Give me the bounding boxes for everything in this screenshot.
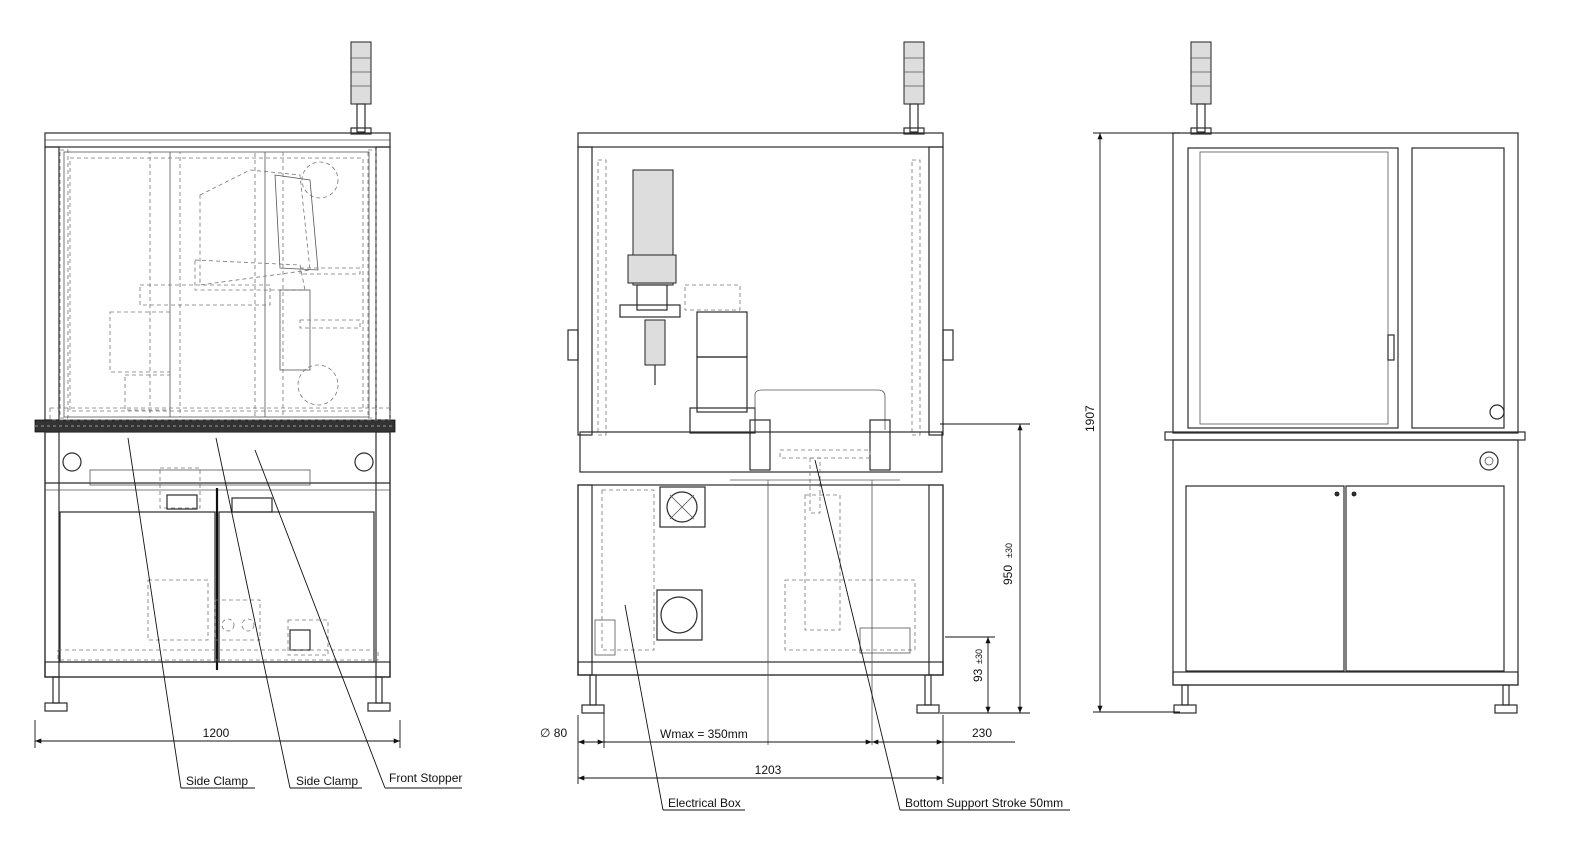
signal-tower-icon [350, 41, 372, 135]
callout-side-clamp-1: Side Clamp [186, 774, 248, 788]
foot-left-icon [1173, 684, 1197, 714]
dim-foot-tol: ±30 [974, 649, 984, 664]
fan-icon [659, 486, 706, 528]
dim-foot-height: 93 [971, 668, 985, 682]
dim-total-height: 1907 [1083, 405, 1097, 432]
dim-side-offset: 230 [972, 726, 992, 740]
signal-tower-icon [903, 41, 925, 135]
dim-conveyor-height: 950 [1001, 565, 1015, 585]
callout-side-clamp-2: Side Clamp [296, 774, 358, 788]
callout-front-stopper: Front Stopper [389, 771, 462, 785]
callout-bottom-support: Bottom Support Stroke 50mm [905, 796, 1063, 810]
foot-right-icon [1494, 684, 1518, 714]
callout-electrical-box: Electrical Box [668, 796, 741, 810]
back-view: 1907 [1083, 41, 1526, 714]
dim-side-width: 1203 [755, 763, 782, 777]
side-view: 1203 ∅ 80 Wmax = 350mm 230 950 ±30 93 ±3… [540, 41, 1070, 811]
dim-wmax: Wmax = 350mm [660, 727, 748, 741]
front-view: 1200 Side Clamp Side Clamp Front Stopper [34, 41, 462, 789]
signal-tower-icon [1190, 41, 1212, 135]
robot-arm-icon [619, 169, 741, 385]
foot-right-icon [367, 676, 391, 712]
dim-conveyor-tol: ±30 [1004, 543, 1014, 558]
dim-front-width: 1200 [203, 726, 230, 740]
foot-right-icon [916, 674, 940, 714]
dim-foot-diameter: ∅ 80 [540, 726, 567, 740]
foot-left-icon [44, 676, 68, 712]
foot-left-icon [581, 674, 605, 714]
